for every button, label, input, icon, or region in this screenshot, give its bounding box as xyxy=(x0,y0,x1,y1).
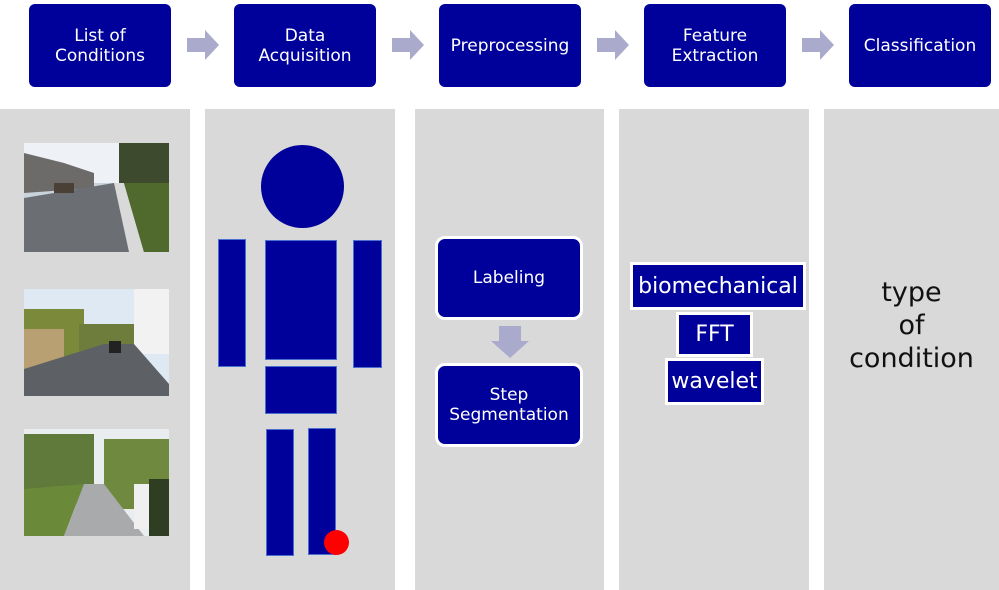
stage-list-of-conditions: List of Conditions xyxy=(29,4,171,87)
feature-wavelet: wavelet xyxy=(665,358,764,405)
figure-left-leg xyxy=(266,429,294,556)
arrow-right-icon xyxy=(597,30,629,60)
figure-hip xyxy=(265,366,337,414)
stage-data-acquisition: Data Acquisition xyxy=(234,4,376,87)
arrow-right-icon xyxy=(187,30,219,60)
feature-biomechanical: biomechanical xyxy=(630,262,806,310)
step-labeling: Labeling xyxy=(435,236,583,320)
figure-left-arm xyxy=(218,239,246,367)
feature-fft: FFT xyxy=(676,312,753,357)
condition-photo-road xyxy=(24,289,169,398)
panel-classification xyxy=(824,109,999,590)
arrow-right-icon xyxy=(802,30,834,60)
stage-feature-extraction: Feature Extraction xyxy=(644,4,786,87)
classification-result: type of condition xyxy=(849,277,974,374)
arrow-down-icon xyxy=(491,326,529,358)
step-segmentation: Step Segmentation xyxy=(435,363,583,447)
condition-photo-street xyxy=(24,143,169,252)
condition-photo-gravel-path xyxy=(24,429,169,538)
figure-head xyxy=(261,145,344,228)
figure-torso xyxy=(265,240,337,360)
stage-preprocessing: Preprocessing xyxy=(439,4,581,87)
stage-classification: Classification xyxy=(849,4,991,87)
figure-right-arm xyxy=(353,240,382,368)
sensor-marker xyxy=(324,530,349,555)
arrow-right-icon xyxy=(392,30,424,60)
